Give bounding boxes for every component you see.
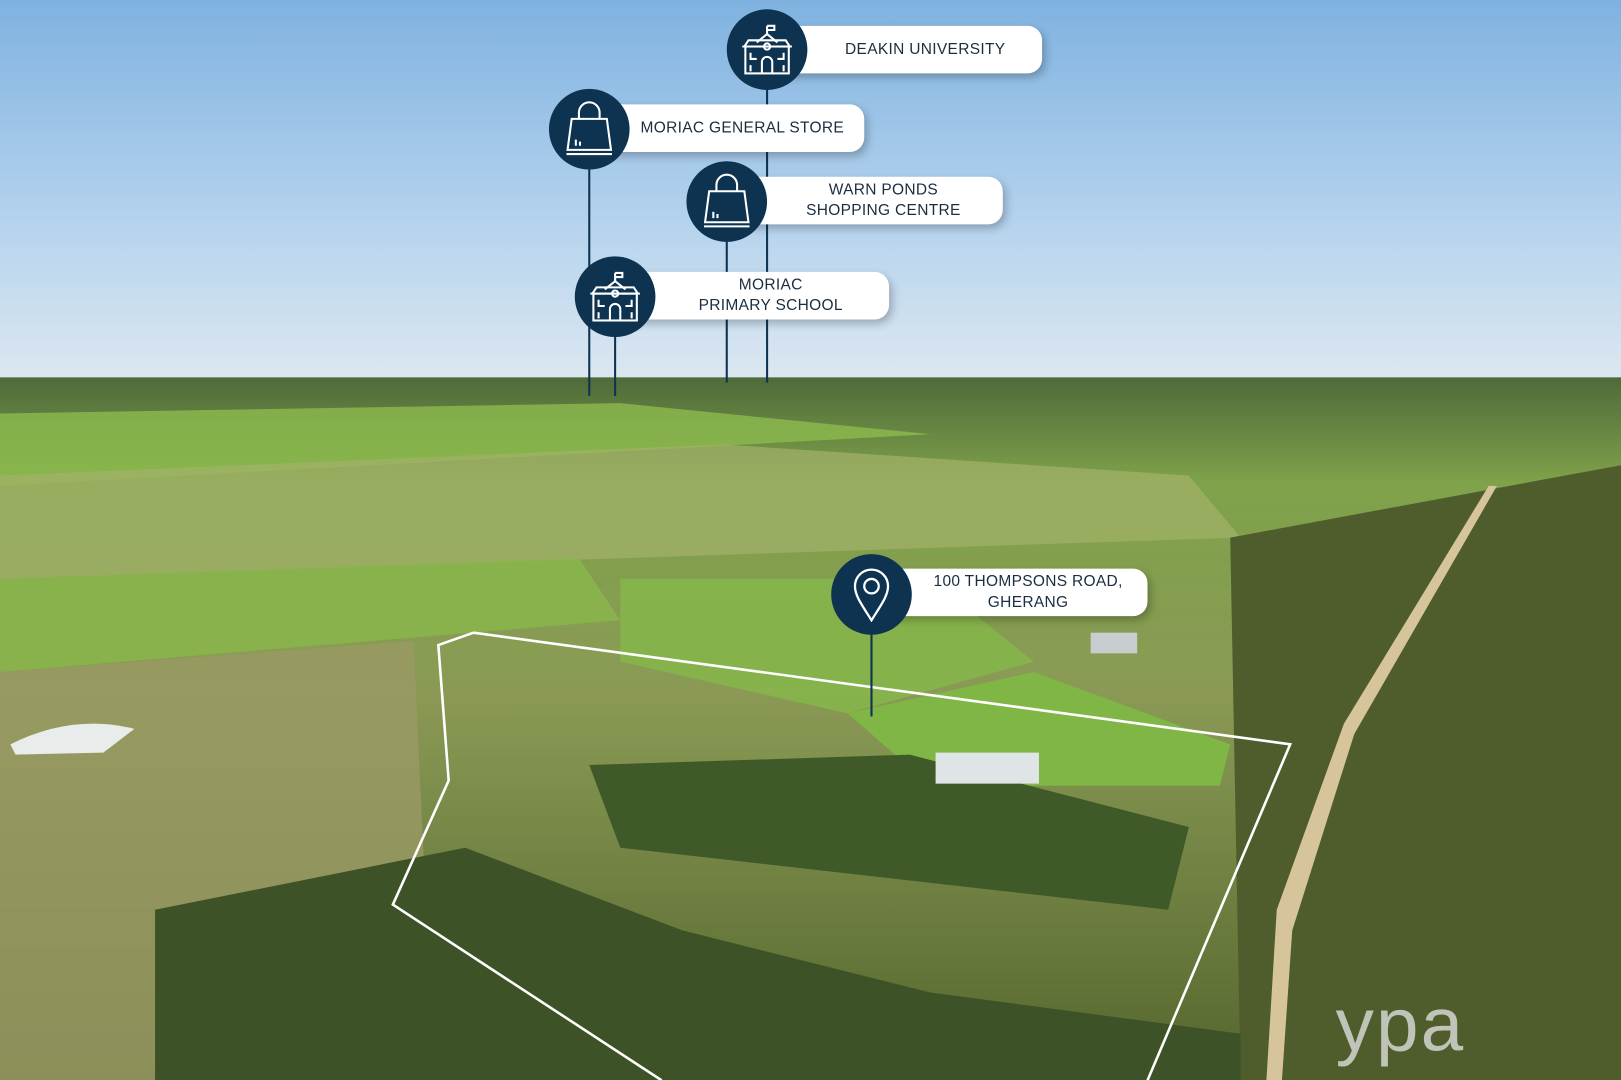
moriac-primary-school-label: MORIAC PRIMARY SCHOOL	[615, 271, 890, 320]
ypa-logo: ypa	[1335, 981, 1466, 1067]
shopping-bag-icon	[686, 161, 768, 242]
primary-school-stem	[614, 330, 617, 396]
moriac-general-store-label: MORIAC GENERAL STORE	[589, 104, 865, 152]
property-address-label: 100 THOMPSONS ROAD, GHERANG	[871, 568, 1148, 617]
deakin-stem	[766, 82, 769, 383]
warn-ponds-label: WARN PONDS SHOPPING CENTRE	[726, 176, 1003, 225]
school-icon	[574, 256, 656, 338]
property-boundary	[473, 631, 1293, 1080]
shopping-bag-icon	[548, 88, 630, 170]
school-icon	[726, 9, 808, 90]
deakin-university-label: DEAKIN UNIVERSITY	[767, 25, 1043, 74]
map-pin-icon	[831, 554, 912, 635]
property-stem	[870, 620, 873, 717]
